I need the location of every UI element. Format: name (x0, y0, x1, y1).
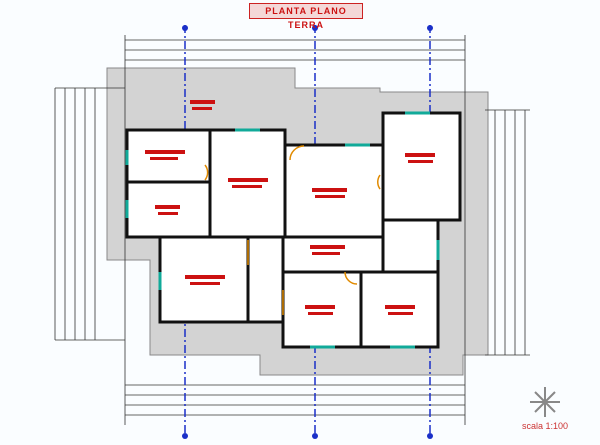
axis-markers (182, 25, 433, 439)
plan-title: PLANTA PLANO TERRA (249, 3, 363, 30)
dimension-lines (54, 35, 530, 425)
windows (125, 111, 440, 349)
grid-axes (184, 25, 431, 440)
room-labels (145, 100, 435, 315)
scale-label: scala 1:100 (522, 421, 569, 431)
walls (125, 111, 462, 349)
compass-rose-icon (530, 387, 560, 417)
doors (204, 145, 381, 315)
